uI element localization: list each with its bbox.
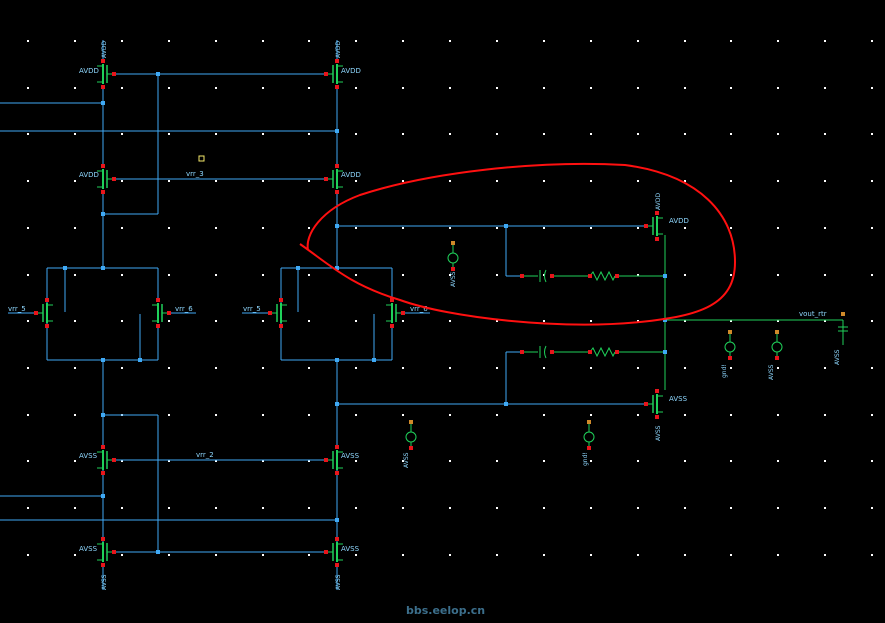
- net-labels: AVDD AVDD AVDD AVDD AVDD vrr_3 vrr_2 vrr…: [8, 41, 841, 590]
- label-vrr2: vrr_2: [196, 451, 214, 459]
- label-avss-3: AVSS: [79, 545, 98, 553]
- label-avss-src-3: AVSS: [768, 364, 775, 380]
- label-avdd-5: AVDD: [669, 217, 689, 225]
- pins: [34, 59, 779, 567]
- m-avss-left-1[interactable]: [97, 450, 115, 470]
- label-avss-vert-2: AVSS: [335, 574, 342, 590]
- wires: [0, 40, 645, 590]
- label-gnd-2: gnd!: [721, 364, 728, 378]
- grid-dots: [27, 40, 873, 556]
- m-avdd-right-2[interactable]: [325, 169, 343, 189]
- junction-dots: [63, 72, 667, 554]
- m-out-nmos[interactable]: [645, 394, 663, 414]
- label-avss-src-1: AVSS: [450, 271, 457, 287]
- watermark: bbs.eelop.cn: [406, 604, 485, 617]
- label-avss-vert-3: AVSS: [655, 425, 662, 441]
- label-avdd-4: AVDD: [341, 171, 361, 179]
- label-avdd-vert-3: AVDD: [655, 193, 662, 210]
- label-vrr5-left: vrr_5: [8, 305, 26, 313]
- m-diff-left-b[interactable]: [152, 303, 170, 323]
- label-avss-5: AVSS: [669, 395, 688, 403]
- label-avss-4: AVSS: [341, 545, 360, 553]
- label-vrr5-right: vrr_5: [243, 305, 261, 313]
- label-avdd-2: AVDD: [341, 67, 361, 75]
- m-avss-right-2[interactable]: [325, 542, 343, 562]
- output-stage: [524, 235, 848, 390]
- label-avss-src-4: AVSS: [834, 349, 841, 365]
- m-diff-left-a[interactable]: [35, 303, 53, 323]
- label-avss-1: AVSS: [79, 452, 98, 460]
- source-terminals: [409, 241, 845, 424]
- selection-marker: [198, 155, 205, 162]
- label-avdd-3: AVDD: [79, 171, 99, 179]
- m-diff-right-b[interactable]: [386, 303, 404, 323]
- label-vrr3: vrr_3: [186, 170, 204, 178]
- label-vrr6-left: vrr_6: [175, 305, 193, 313]
- red-annotation-loop: [299, 162, 737, 326]
- label-avdd-1: AVDD: [79, 67, 99, 75]
- label-avss-2: AVSS: [341, 452, 360, 460]
- label-avss-src-2: AVSS: [403, 452, 410, 468]
- label-vout-rtr: vout_rtr: [799, 310, 827, 318]
- label-avdd-vert-2: AVDD: [335, 41, 342, 58]
- m-diff-right-a[interactable]: [269, 303, 287, 323]
- label-avss-vert-1: AVSS: [101, 574, 108, 590]
- label-vrr6-right: vrr_6: [410, 305, 428, 313]
- label-avdd-vert-1: AVDD: [101, 41, 108, 58]
- voltage-sources: [405, 245, 783, 450]
- transistors: [35, 64, 663, 562]
- label-gnd-1: gnd!: [582, 452, 589, 466]
